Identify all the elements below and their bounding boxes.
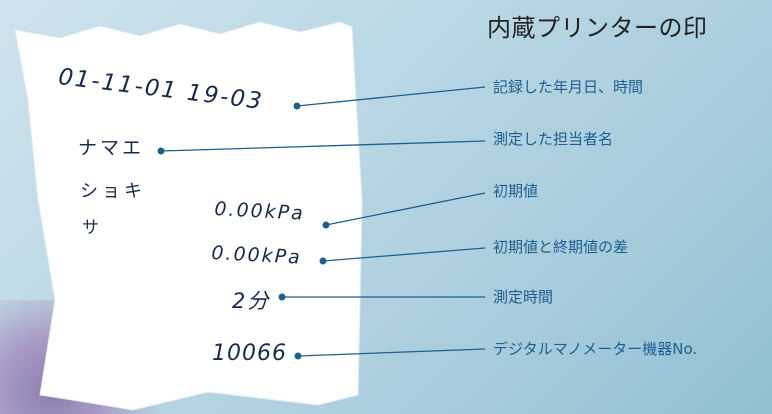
receipt-difference: 0.00kPa	[210, 242, 303, 269]
receipt-device-no: 10066	[212, 341, 287, 366]
leader-line-datetime	[296, 86, 486, 107]
leader-line-device	[297, 348, 486, 357]
callout-operator-name: 測定した担当者名	[493, 130, 614, 148]
leader-dot-datetime	[293, 102, 301, 110]
receipt-name: ナマエ	[78, 137, 145, 159]
leader-line-name	[160, 140, 486, 152]
leader-dot-name	[157, 147, 165, 155]
leader-line-initial	[325, 192, 486, 226]
receipt-label-shoki: ショキ	[80, 181, 146, 202]
receipt-duration: 2分	[232, 289, 271, 313]
leader-line-difference	[322, 247, 486, 262]
callout-difference: 初期値と終期値の差	[493, 238, 629, 256]
callout-device-no: デジタルマノメーター機器No.	[493, 340, 698, 358]
page-title: 内蔵プリンターの印	[487, 14, 708, 42]
leader-dot-device	[294, 352, 302, 360]
receipt-initial-value: 0.00kPa	[213, 198, 306, 225]
leader-dot-duration	[278, 293, 286, 301]
callout-datetime: 記録した年月日、時間	[493, 78, 644, 96]
leader-dot-difference	[319, 257, 327, 265]
callout-initial-value: 初期値	[493, 182, 539, 200]
receipt-label-sa: サ	[82, 218, 101, 238]
leader-dot-initial	[322, 221, 330, 229]
receipt-paper	[14, 21, 363, 411]
callout-duration: 測定時間	[493, 288, 554, 306]
